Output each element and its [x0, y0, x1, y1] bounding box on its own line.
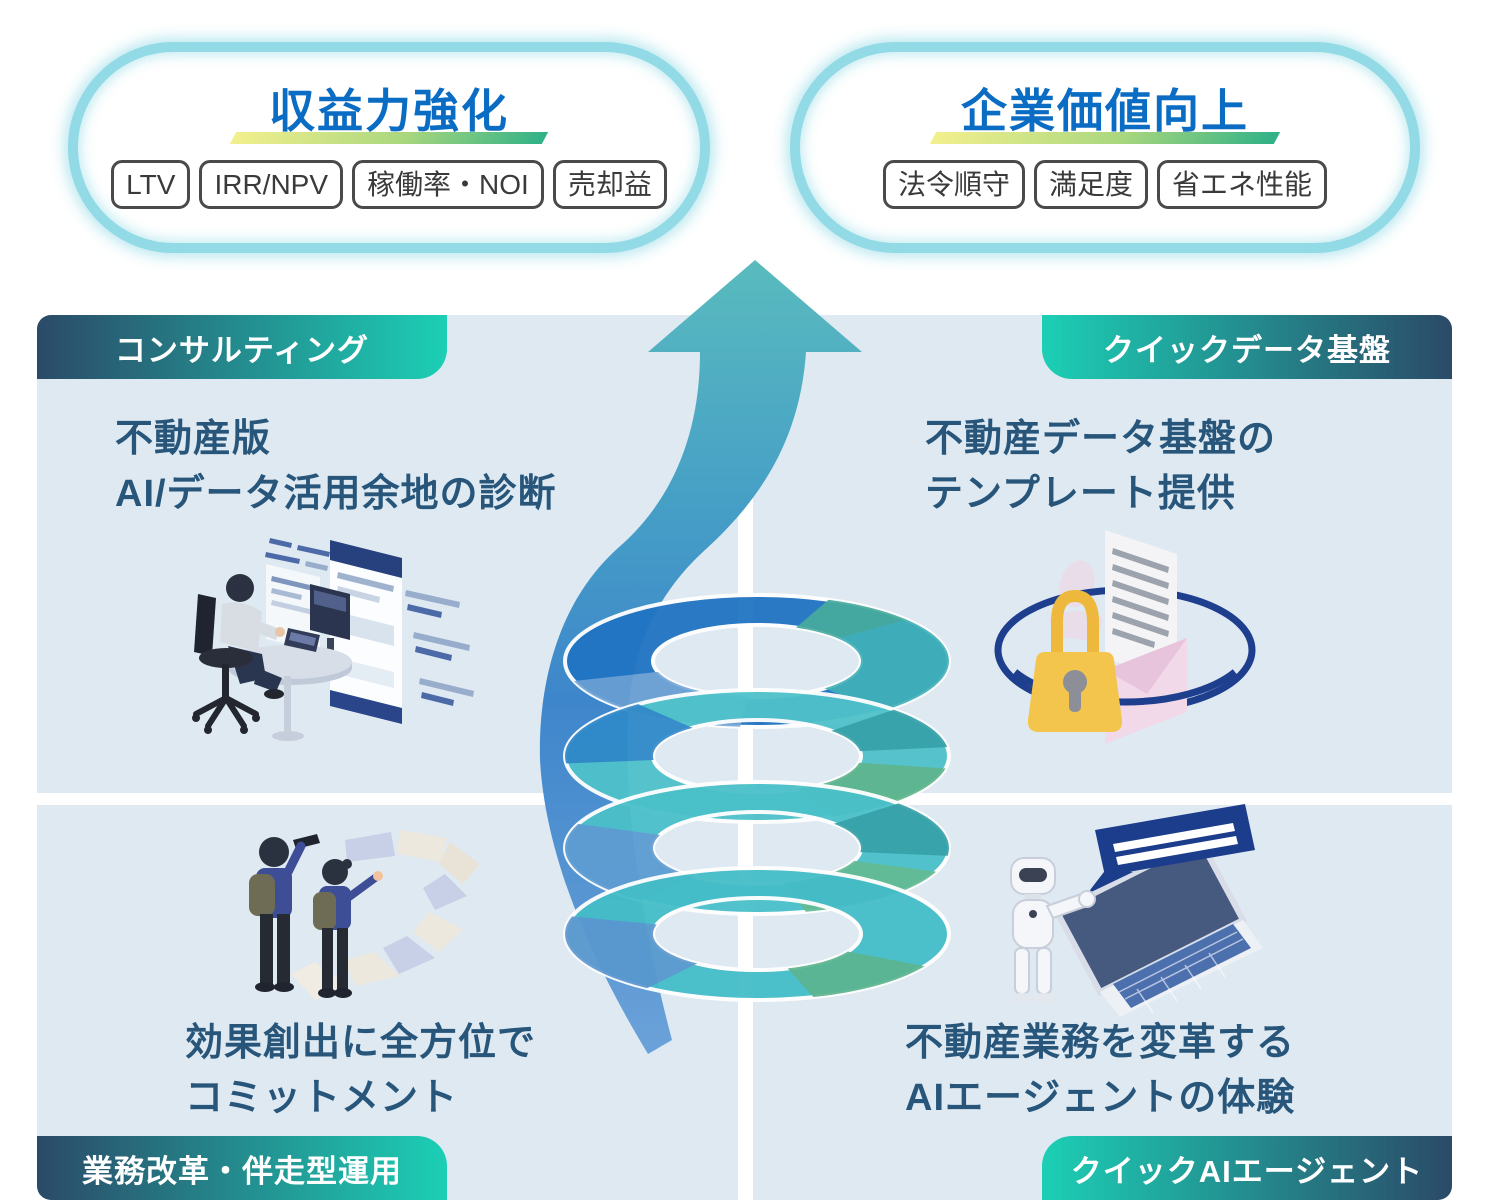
- headline-operation: 効果創出に全方位で コミットメント: [185, 1016, 536, 1126]
- floating-document-icon: [330, 540, 402, 724]
- envelope-icon: [1105, 638, 1187, 744]
- kpi-tag: IRR/NPV: [199, 160, 344, 210]
- kpi-tag: 稼働率・NOI: [352, 160, 544, 210]
- person-with-binoculars-icon: [249, 834, 320, 992]
- badge-ai-agent: クイックAIエージェント: [1042, 1136, 1452, 1200]
- speech-bubble-icon: [1087, 804, 1255, 894]
- robot-icon: [1010, 857, 1096, 1003]
- outcome-pill-corporate-value: 企業価値向上 法令順守 満足度 省エネ性能: [790, 42, 1420, 253]
- headline-line: AIエージェントの体験: [905, 1077, 1296, 1120]
- ai-robot-laptop-illustration: [1010, 804, 1263, 1017]
- kpi-tag-row: 法令順守 満足度 省エネ性能: [882, 160, 1328, 210]
- outcome-title: 企業価値向上: [961, 84, 1249, 137]
- kpi-tag: 法令順守: [882, 160, 1025, 210]
- laptop-icon: [284, 628, 320, 652]
- person-pointing-icon: [313, 859, 383, 998]
- headline-line: 不動産版: [115, 418, 272, 460]
- headline-consulting: 不動産版 AI/データ活用余地の診断: [115, 412, 557, 522]
- headline-line: コミットメント: [185, 1077, 459, 1120]
- badge-quick-data: クイックデータ基盤: [1042, 315, 1452, 379]
- padlock-icon: [1027, 589, 1123, 732]
- badge-operation: 業務改革・伴走型運用: [37, 1136, 447, 1200]
- kpi-tag: 満足度: [1033, 160, 1148, 210]
- document-icon: [1105, 530, 1177, 682]
- headline-line: 不動産業務を変革する: [905, 1022, 1296, 1064]
- secure-data-lock-illustration: [994, 530, 1256, 744]
- headline-ai-agent: 不動産業務を変革する AIエージェントの体験: [905, 1016, 1295, 1126]
- people-roadmap-illustration: [249, 830, 480, 1000]
- headline-line: 効果創出に全方位で: [185, 1022, 537, 1064]
- kpi-tag: LTV: [111, 160, 191, 210]
- person-icon: [220, 574, 285, 699]
- kpi-tag-row: LTV IRR/NPV 稼働率・NOI 売却益: [111, 160, 667, 210]
- outcome-title: 収益力強化: [269, 84, 509, 137]
- badge-consulting: コンサルティング: [37, 315, 447, 379]
- spiral-loop-4: [563, 866, 952, 1002]
- headline-line: テンプレート提供: [925, 473, 1236, 516]
- office-chair-icon: [192, 594, 260, 734]
- outcome-pill-profitability: 収益力強化 LTV IRR/NPV 稼働率・NOI 売却益: [68, 42, 710, 253]
- headline-quick-data: 不動産データ基盤の テンプレート提供: [925, 412, 1276, 522]
- kpi-tag: 売却益: [552, 160, 667, 210]
- consultant-at-desk-illustration: [192, 538, 474, 741]
- kpi-tag: 省エネ性能: [1157, 160, 1328, 210]
- headline-line: AI/データ活用余地の診断: [115, 473, 557, 516]
- data-rows-icon: [265, 538, 474, 706]
- laptop-icon: [1052, 836, 1263, 1017]
- headline-line: 不動産データ基盤の: [925, 418, 1277, 460]
